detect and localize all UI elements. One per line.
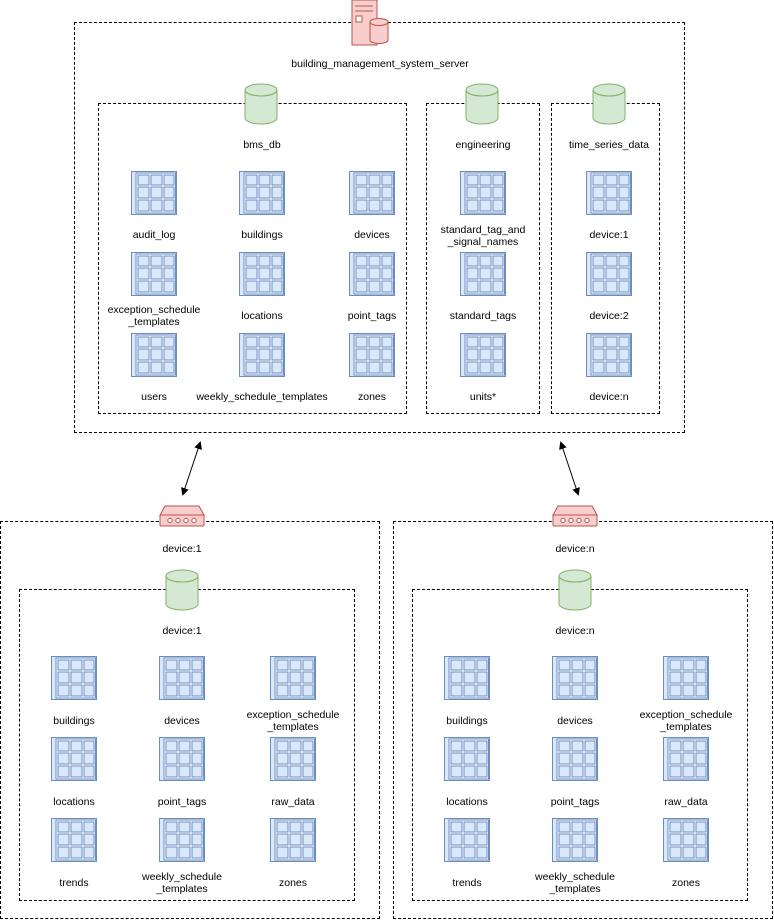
table-label: device:1: [589, 229, 629, 241]
table-icon: [663, 656, 709, 700]
table-icon: [270, 656, 316, 700]
database-icon: [558, 569, 592, 611]
table-label: users: [141, 391, 167, 403]
table-label: standard_tags: [449, 310, 517, 322]
table-label: buildings: [53, 715, 95, 727]
table-icon: [663, 737, 709, 781]
router-icon: [159, 505, 205, 527]
table-icon: [51, 656, 97, 700]
table-label: devices: [164, 715, 200, 727]
table-icon: [51, 737, 97, 781]
table-label: locations: [53, 796, 95, 808]
table-label: zones: [357, 391, 387, 403]
table-label: audit_log: [132, 229, 176, 241]
table-label: weekly_schedule_templates: [196, 391, 328, 403]
connection-arrow-device-1: [181, 441, 202, 496]
table-icon: [270, 737, 316, 781]
table-icon: [159, 656, 205, 700]
device-db-label: device:n: [555, 625, 595, 637]
bms-db-label: bms_db: [243, 139, 281, 151]
table-label: trends: [59, 877, 89, 889]
router-icon: [552, 505, 598, 527]
table-label: buildings: [241, 229, 283, 241]
table-label: devices: [557, 715, 593, 727]
table-label: exception_schedule _templates: [107, 304, 201, 328]
table-label: device:n: [589, 391, 629, 403]
table-label: weekly_schedule _templates: [535, 871, 615, 895]
table-icon: [552, 818, 598, 862]
table-label: exception_schedule _templates: [246, 709, 340, 733]
device-label: device:1: [162, 543, 202, 555]
table-label: locations: [241, 310, 283, 322]
server-label: building_management_system_server: [291, 58, 469, 70]
table-label: standard_tag_and _signal_names: [440, 224, 526, 248]
table-icon: [159, 737, 205, 781]
table-label: buildings: [446, 715, 488, 727]
table-icon: [444, 818, 490, 862]
table-label: locations: [446, 796, 488, 808]
table-label: point_tags: [550, 796, 600, 808]
table-label: exception_schedule _templates: [639, 709, 733, 733]
database-icon: [165, 569, 199, 611]
table-icon: [663, 818, 709, 862]
table-icon: [444, 737, 490, 781]
table-label: zones: [278, 877, 308, 889]
device-db-label: device:1: [162, 625, 202, 637]
table-label: device:2: [589, 310, 629, 322]
table-label: raw_data: [271, 796, 315, 808]
table-icon: [552, 737, 598, 781]
table-label: point_tags: [347, 310, 397, 322]
table-label: raw_data: [664, 796, 708, 808]
table-label: point_tags: [157, 796, 207, 808]
server-icon: [351, 0, 389, 46]
table-label: zones: [671, 877, 701, 889]
table-icon: [159, 818, 205, 862]
table-icon: [270, 818, 316, 862]
device-label: device:n: [555, 543, 595, 555]
engineering-db-label: engineering: [455, 139, 511, 151]
table-label: trends: [452, 877, 482, 889]
table-label: devices: [354, 229, 390, 241]
table-icon: [444, 656, 490, 700]
table-icon: [552, 656, 598, 700]
table-icon: [51, 818, 97, 862]
time-series-db-label: time_series_data: [569, 139, 649, 151]
table-label: units*: [469, 391, 497, 403]
connection-arrow-device-n: [559, 441, 580, 496]
table-label: weekly_schedule _templates: [142, 871, 222, 895]
